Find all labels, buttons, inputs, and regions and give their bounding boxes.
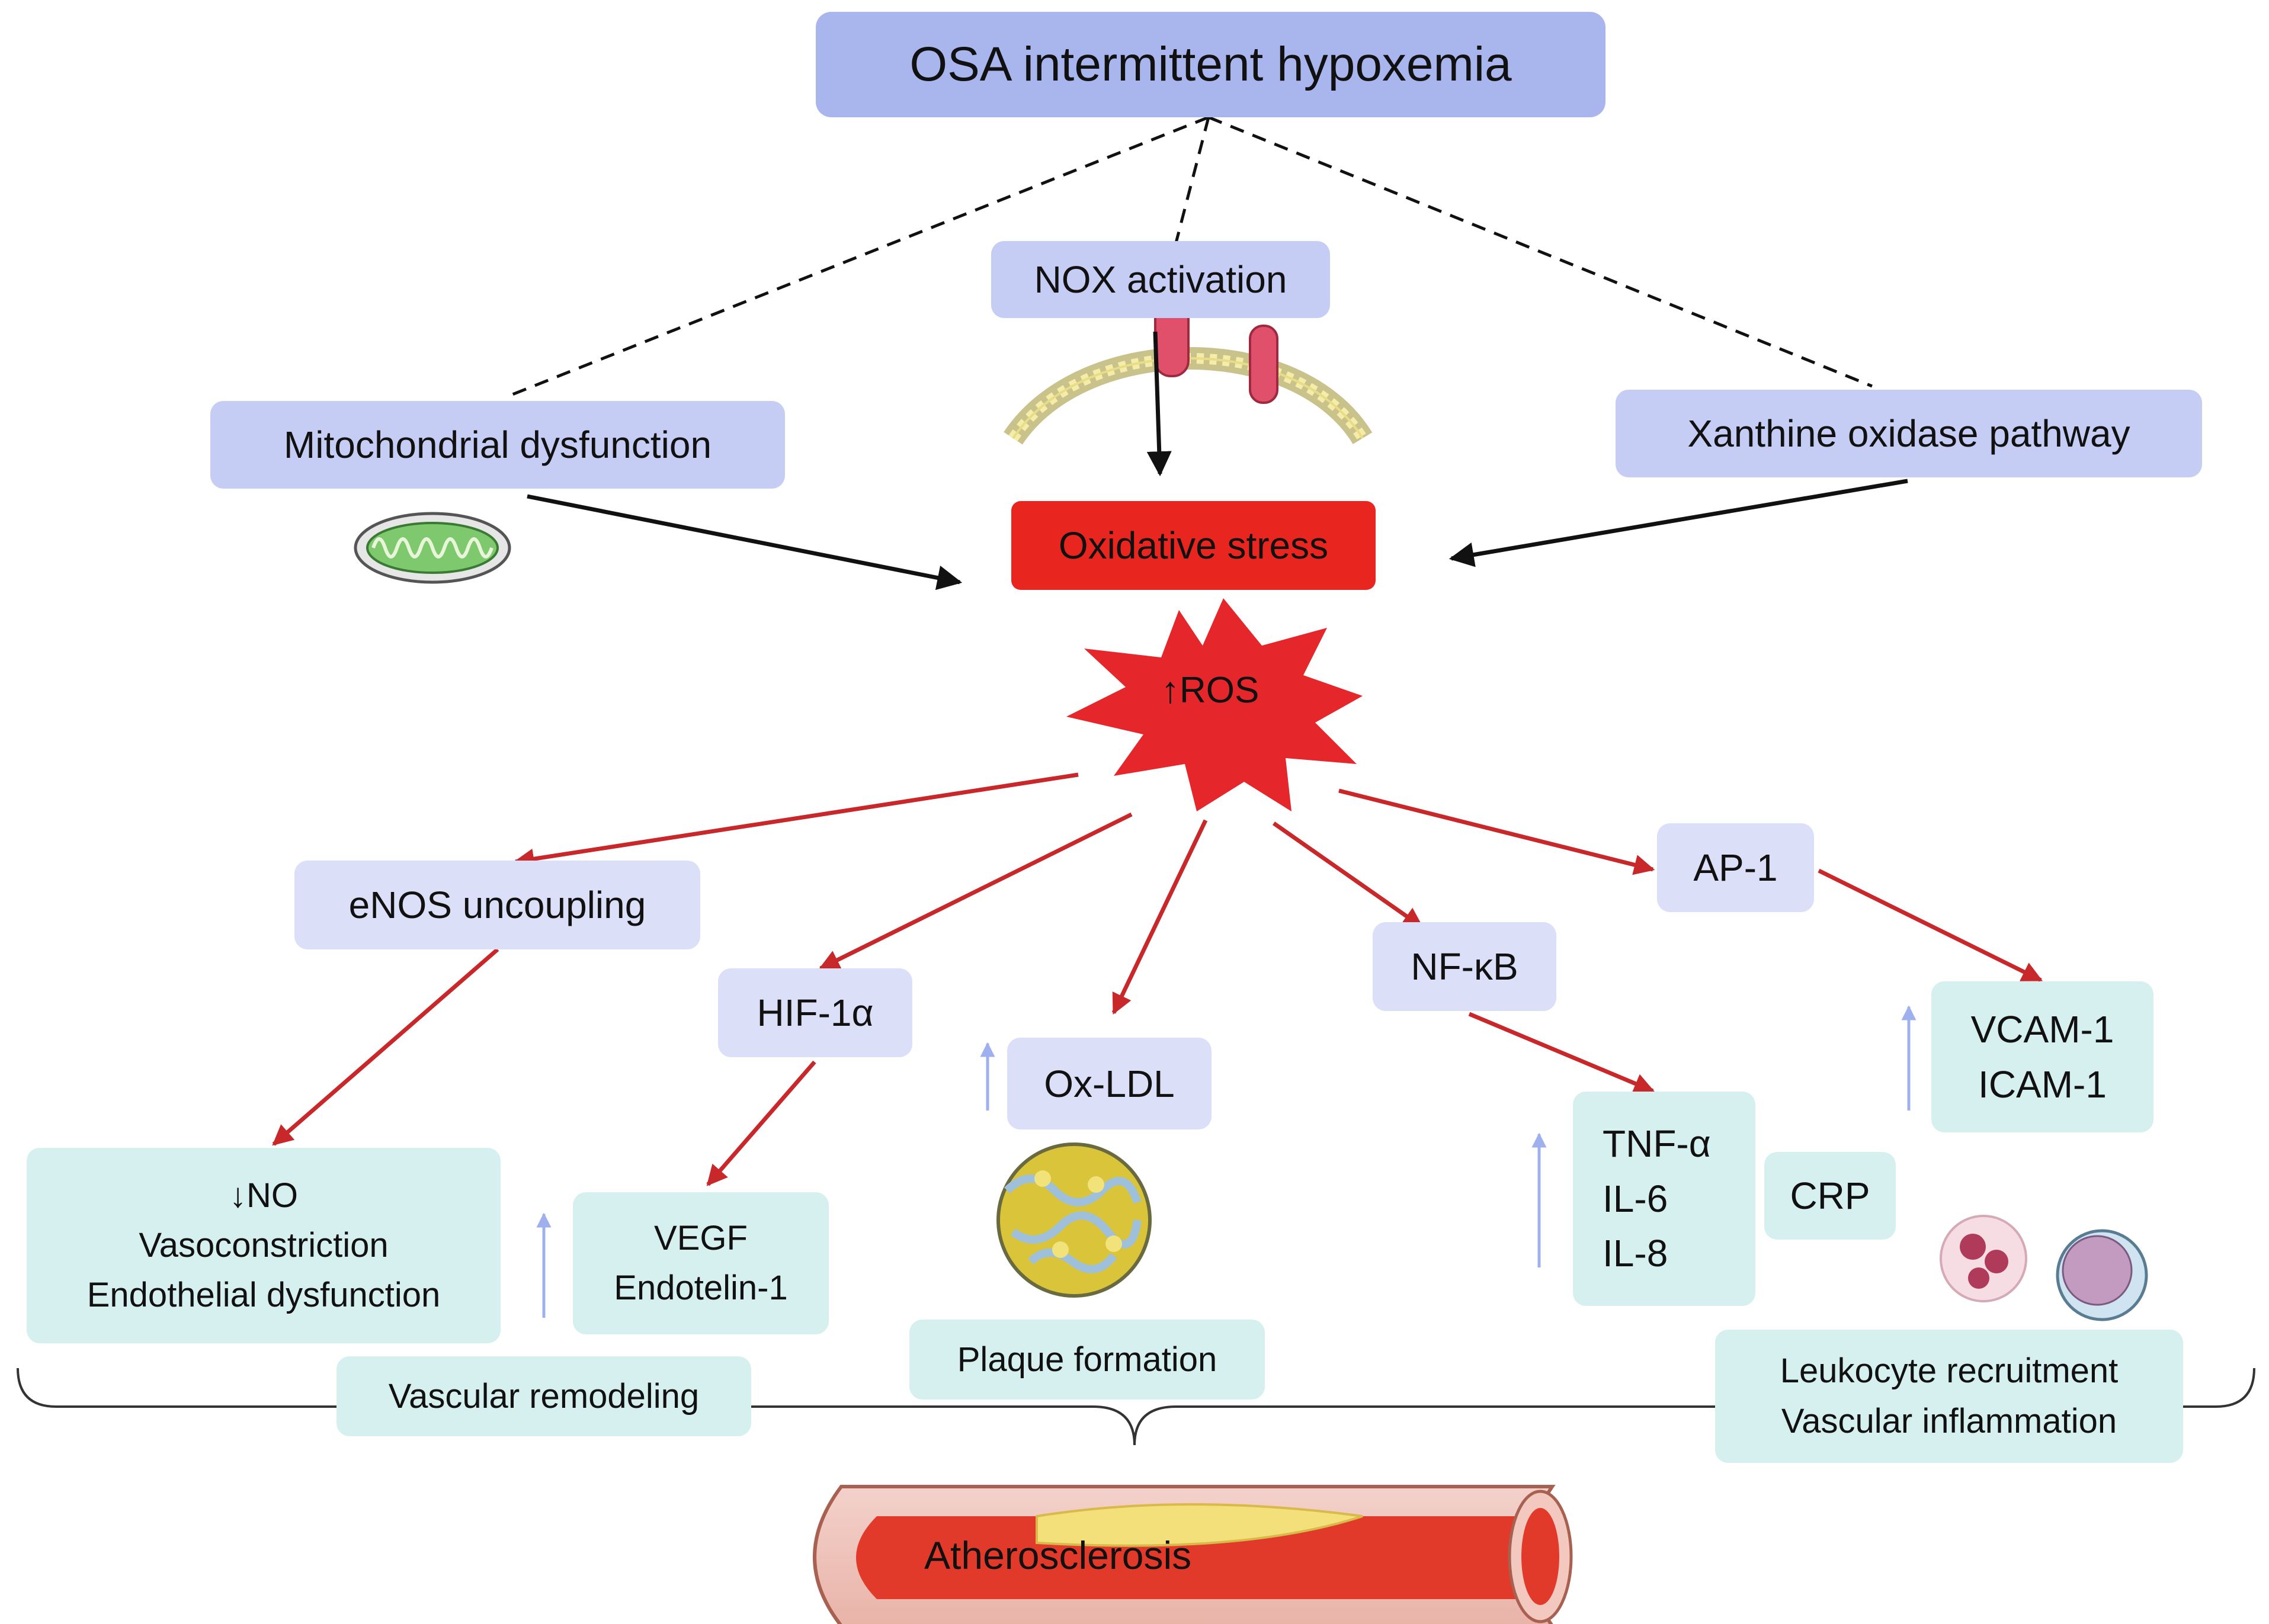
mitochondrion-icon xyxy=(354,512,511,584)
cytokines-box: TNF-α IL-6 IL-8 xyxy=(1573,1092,1755,1306)
crp-box: CRP xyxy=(1764,1152,1896,1240)
adhesion-molecules-box: VCAM-1 ICAM-1 xyxy=(1931,981,2153,1132)
plaque-formation-label: Plaque formation xyxy=(957,1340,1217,1379)
mitochondrial-dysfunction-box: Mitochondrial dysfunction xyxy=(210,401,785,489)
ldl-particle-icon xyxy=(996,1142,1152,1298)
no-decrease-text: ↓NO xyxy=(229,1176,298,1215)
mitochondrial-dysfunction-label: Mitochondrial dysfunction xyxy=(283,423,712,466)
ros-starburst-icon xyxy=(1066,598,1363,811)
leukocyte-recruitment-text: Leukocyte recruitment xyxy=(1780,1352,2119,1391)
enos-uncoupling-box: eNOS uncoupling xyxy=(294,861,700,949)
ros-text: ROS xyxy=(1180,670,1260,711)
membrane-icon xyxy=(1004,298,1373,445)
nox-activation-box: NOX activation xyxy=(991,241,1330,318)
vascular-remodeling-box: Vascular remodeling xyxy=(336,1356,751,1436)
hif1a-label: HIF-1α xyxy=(757,991,874,1034)
hif1a-box: HIF-1α xyxy=(718,968,912,1057)
vasoconstriction-text: Vasoconstriction xyxy=(139,1225,389,1264)
vascular-inflammation-text: Vascular inflammation xyxy=(1781,1401,2117,1440)
xanthine-oxidase-box: Xanthine oxidase pathway xyxy=(1616,390,2202,477)
atherosclerosis-label: Atherosclerosis xyxy=(924,1533,1192,1577)
artery-icon xyxy=(813,1485,1573,1624)
bracket xyxy=(17,1368,2255,1446)
ap1-label: AP-1 xyxy=(1693,846,1778,889)
enos-uncoupling-label: eNOS uncoupling xyxy=(348,884,646,926)
black-arrows xyxy=(527,331,1908,590)
increase-arrows xyxy=(536,1005,1917,1318)
dashed-connectors xyxy=(509,115,1873,397)
oxidative-stress-box: Oxidative stress xyxy=(1011,501,1376,590)
ox-ldl-box: Ox-LDL xyxy=(1007,1038,1212,1129)
ox-ldl-label: Ox-LDL xyxy=(1044,1062,1175,1105)
no-effect-box: ↓NO Vasoconstriction Endothelial dysfunc… xyxy=(27,1148,501,1343)
icam1-text: ICAM-1 xyxy=(1978,1063,2107,1106)
ros-up-arrow-icon: ↑ xyxy=(1161,670,1180,711)
tnf-alpha-text: TNF-α xyxy=(1603,1122,1711,1165)
vegf-text: VEGF xyxy=(654,1218,748,1257)
xanthine-oxidase-label: Xanthine oxidase pathway xyxy=(1687,412,2130,455)
nfkb-box: NF-κB xyxy=(1373,922,1556,1011)
osa-hypoxemia-label: OSA intermittent hypoxemia xyxy=(909,37,1512,91)
oxidative-stress-label: Oxidative stress xyxy=(1058,524,1329,567)
nox-activation-label: NOX activation xyxy=(1034,258,1287,301)
leukocyte-icons xyxy=(1940,1215,2148,1321)
nfkb-label: NF-κB xyxy=(1411,945,1518,988)
endothelial-dysfunction-text: Endothelial dysfunction xyxy=(86,1276,441,1315)
plaque-formation-box: Plaque formation xyxy=(909,1320,1265,1400)
osa-hypoxemia-box: OSA intermittent hypoxemia xyxy=(816,12,1605,117)
il8-text: IL-8 xyxy=(1603,1232,1668,1275)
endotelin-text: Endotelin-1 xyxy=(614,1269,788,1307)
inflammation-box: Leukocyte recruitment Vascular inflammat… xyxy=(1715,1330,2183,1463)
vascular-remodeling-label: Vascular remodeling xyxy=(388,1377,700,1416)
vegf-box: VEGF Endotelin-1 xyxy=(573,1192,829,1334)
crp-label: CRP xyxy=(1790,1174,1870,1217)
il6-text: IL-6 xyxy=(1603,1177,1668,1220)
vcam1-text: VCAM-1 xyxy=(1970,1007,2114,1051)
ap1-box: AP-1 xyxy=(1657,823,1814,912)
ros-label: ↑ROS xyxy=(1161,669,1259,711)
red-arrows xyxy=(272,772,2043,1186)
